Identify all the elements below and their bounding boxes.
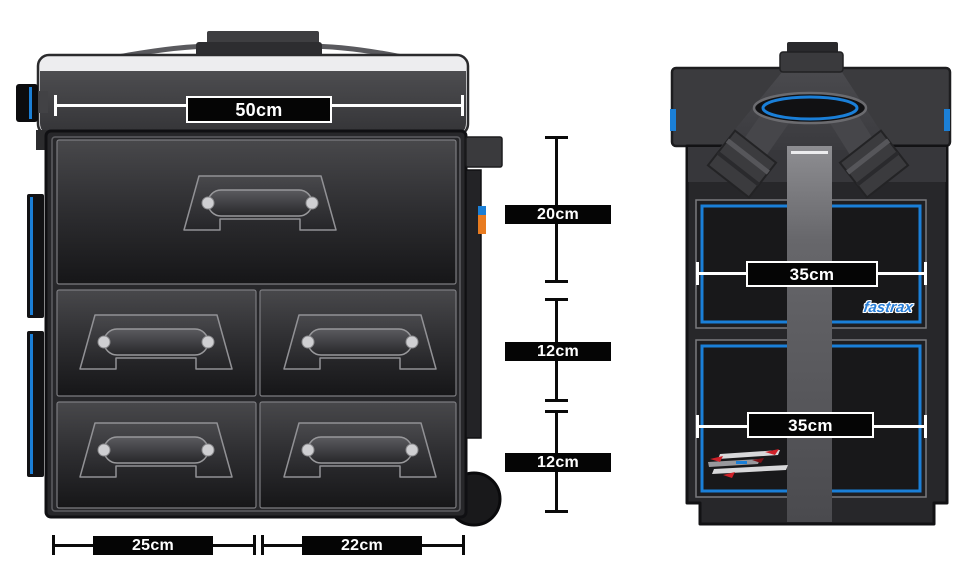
speed-graphic (708, 449, 788, 478)
dim-bottom-left-tick-left (52, 535, 55, 555)
dim-drawer1-tick-bottom (545, 280, 568, 283)
bag-opening-blue-ring (761, 95, 859, 121)
right-side-clip-blue (478, 206, 486, 216)
bag-lid-blue-mark-left (670, 109, 676, 131)
right-side-rail (465, 169, 482, 439)
dim-drawer3-tick-top (545, 410, 568, 413)
trolley-body-frame (51, 136, 461, 512)
trolley-front-view (16, 31, 503, 527)
dim-bottom-right-label: 22cm (302, 536, 422, 555)
dim-bottom-right-tick-right (462, 535, 465, 555)
bag-lid-blue-mark-right (944, 109, 950, 131)
fastrax-logo: fastrax (862, 299, 914, 316)
dim-drawer1-label: 20cm (505, 205, 611, 224)
dim-drawer2-tick-bottom (545, 399, 568, 402)
dim-bottom-left-tick-right (253, 535, 256, 555)
strap-center (787, 146, 832, 522)
side-flap-lower (27, 331, 44, 477)
dim-drawer3-tick-bottom (545, 510, 568, 513)
dim-bottom-right-tick-left (261, 535, 264, 555)
dim-top-width-tick-left (54, 95, 57, 116)
dim-bag-upper-tick-left (696, 262, 699, 285)
right-side-clip-orange (478, 215, 486, 234)
bag-handle (779, 51, 844, 73)
dim-bag-upper-tick-right (924, 262, 927, 285)
dim-top-width-tick-right (461, 95, 464, 116)
dim-drawer1-tick-top (545, 136, 568, 139)
strap-stitch (791, 151, 828, 154)
dim-bag-lower-tick-left (696, 415, 699, 438)
dim-top-width-label: 50cm (186, 96, 332, 123)
dim-drawer3-label: 12cm (505, 453, 611, 472)
dim-bottom-left-label: 25cm (93, 536, 213, 555)
dim-bag-upper-label: 35cm (746, 261, 878, 287)
dim-bag-lower-label: 35cm (747, 412, 874, 438)
right-side-latch (465, 136, 503, 168)
dim-drawer2-tick-top (545, 298, 568, 301)
strap-buckle-right (838, 129, 910, 199)
dim-bag-lower-tick-right (924, 415, 927, 438)
strap-buckle-left (706, 129, 778, 199)
top-left-latch (16, 84, 48, 122)
side-flap-upper (27, 194, 44, 318)
dim-drawer2-label: 12cm (505, 342, 611, 361)
